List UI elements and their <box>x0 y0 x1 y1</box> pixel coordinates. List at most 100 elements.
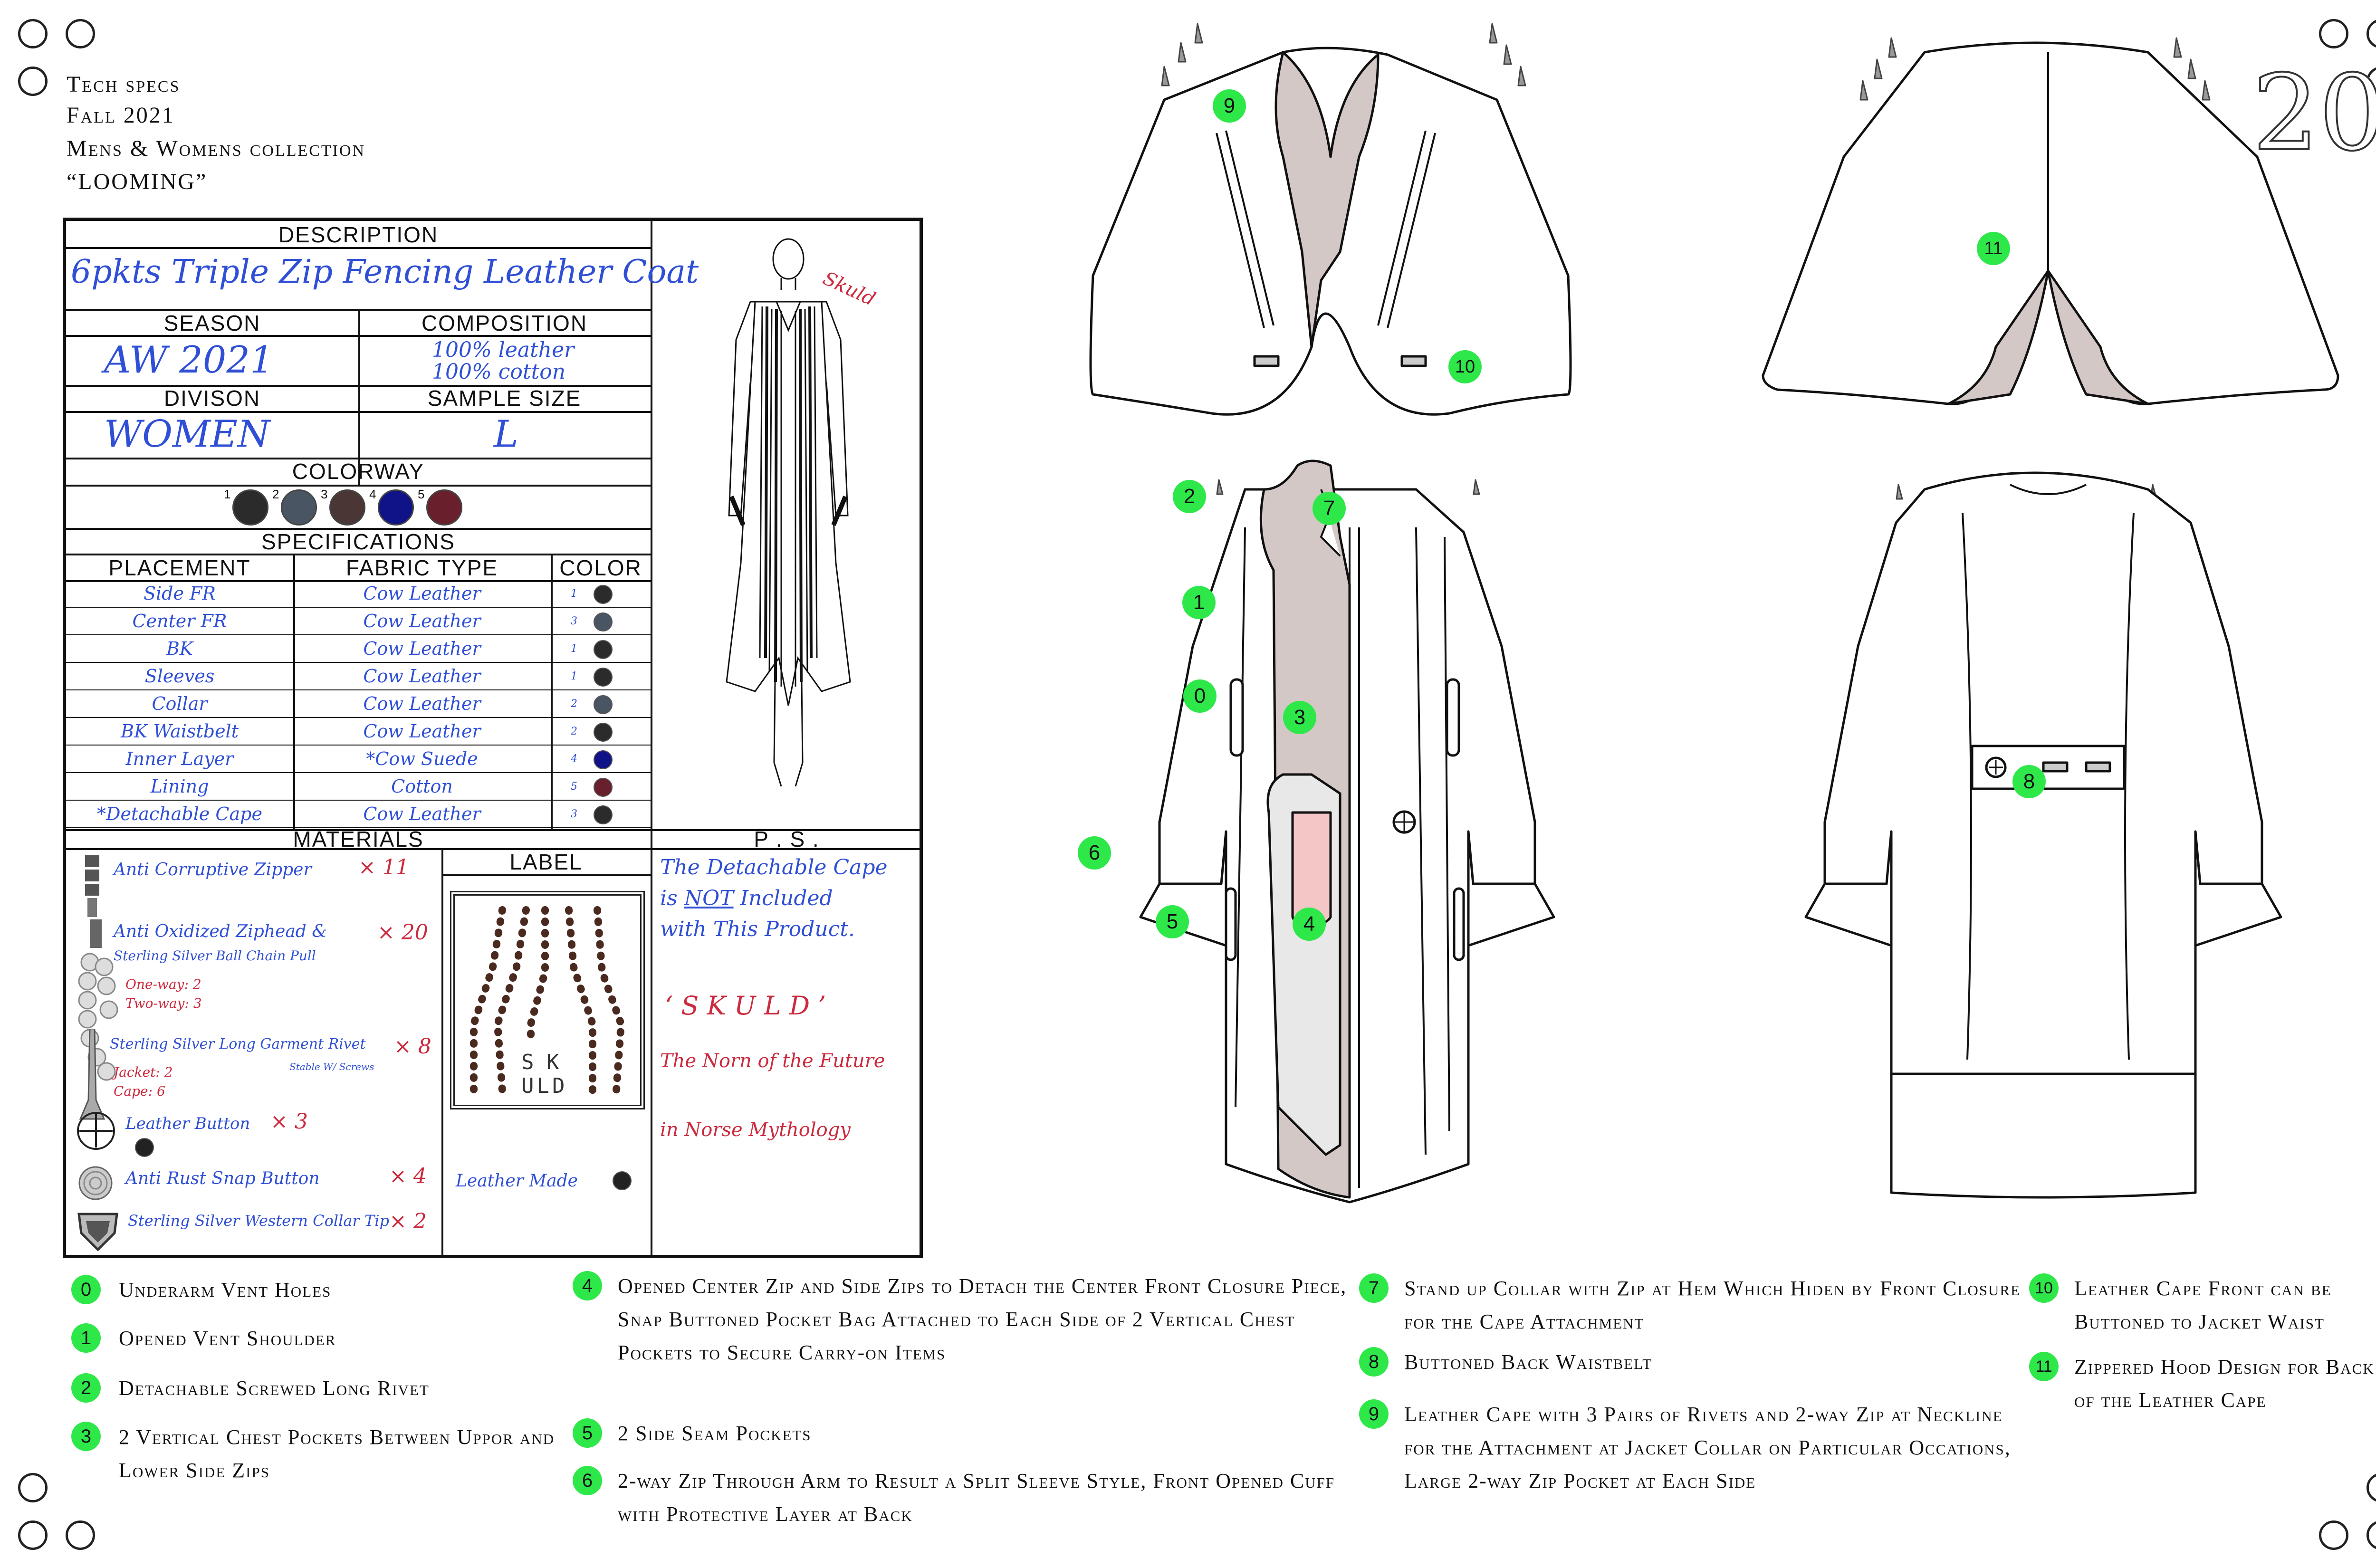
description-header: DESCRIPTION <box>278 222 439 247</box>
callout-4: 4 <box>1293 908 1326 941</box>
spec-row-placement: BK Waistbelt <box>121 721 239 742</box>
spec-row-placement: Sleeves <box>144 666 215 687</box>
material-long-rivet: Sterling Silver Long Garment Rivet <box>110 1036 366 1052</box>
spec-table: DESCRIPTION 6pkts Triple Zip Fencing Lea… <box>63 218 923 1258</box>
sample-size-value: L <box>494 413 518 456</box>
spec-row-color-number: 2 <box>571 698 577 710</box>
color-column-header: COLOR <box>559 555 642 580</box>
corner-circle <box>66 19 95 48</box>
description-value: 6pkts Triple Zip Fencing Leather Coat <box>71 253 699 291</box>
spec-row-color-dot <box>594 668 613 687</box>
material-leather-button: Leather Button <box>125 1114 250 1133</box>
corner-circle <box>66 1520 95 1550</box>
colorway-swatch-3 <box>329 489 365 526</box>
spec-row-placement: *Detachable Cape <box>97 803 262 824</box>
legend-badge-9: 9 <box>1359 1399 1389 1429</box>
spec-row-color-dot <box>594 585 613 604</box>
colorway-number: 5 <box>418 487 425 501</box>
legend-badge-8: 8 <box>1359 1347 1389 1377</box>
ps-norn-line: The Norn of the Future <box>660 1050 885 1072</box>
ps-not-emphasis: NOT <box>684 886 734 910</box>
material-ziphead: Anti Oxidized Ziphead & <box>114 922 327 941</box>
colorway-number: 4 <box>369 487 376 501</box>
ps-line-2-suffix: Included <box>733 886 833 910</box>
material-button-qty: × 3 <box>270 1109 308 1134</box>
corner-circle <box>2319 19 2348 48</box>
spec-row-fabric: Cow Leather <box>363 803 481 824</box>
spec-row-placement: Center FR <box>132 611 227 631</box>
corner-circle <box>18 1520 48 1550</box>
spec-row-color-number: 1 <box>571 643 577 655</box>
colorway-swatch-2 <box>281 489 317 526</box>
spec-row-color-number: 2 <box>571 726 577 737</box>
legend-badge-10: 10 <box>2029 1273 2059 1303</box>
material-snap-qty: × 4 <box>389 1164 427 1188</box>
label-text-top: S K <box>521 1050 559 1074</box>
spec-row-fabric: Cow Leather <box>363 721 481 742</box>
ziphead-note-one-way: One-way: 2 <box>125 976 201 992</box>
spec-row-fabric: Cow Leather <box>363 583 481 604</box>
composition-value-1: 100% leather <box>432 338 575 362</box>
rivet-note-cape: Cape: 6 <box>114 1083 165 1099</box>
spec-row-fabric: Cow Leather <box>363 693 481 714</box>
sample-size-header: SAMPLE SIZE <box>427 386 582 411</box>
legend-badge-3: 3 <box>71 1422 101 1451</box>
legend-text-9: Leather Cape with 3 Pairs of Rivets and … <box>1404 1403 2011 1492</box>
legend-badge-6: 6 <box>573 1466 602 1495</box>
legend-text-0: Underarm Vent Holes <box>119 1278 332 1301</box>
garment-flats <box>1089 23 2339 1204</box>
callout-3: 3 <box>1283 701 1316 734</box>
composition-header: COMPOSITION <box>421 311 588 335</box>
long-rivet-icon <box>79 1029 105 1120</box>
spec-row-fabric: *Cow Suede <box>366 748 478 769</box>
corner-circle <box>18 19 48 48</box>
callout-11: 11 <box>1977 232 2010 265</box>
spec-row-color-number: 1 <box>571 588 577 600</box>
leather-made-note: Leather Made <box>456 1171 578 1191</box>
ps-skuld: ‘ S K U L D ’ <box>665 991 826 1021</box>
callout-0: 0 <box>1183 679 1217 713</box>
ps-norse-line: in Norse Mythology <box>660 1119 851 1141</box>
callout-1: 1 <box>1182 586 1216 619</box>
callout-6: 6 <box>1078 836 1111 870</box>
spec-row-fabric: Cow Leather <box>363 638 481 659</box>
legend-text-11: Zippered Hood Design for Back of the Lea… <box>2074 1355 2375 1412</box>
spec-row-color-dot <box>594 612 613 631</box>
legend-badge-2: 2 <box>71 1373 101 1403</box>
spec-row-color-number: 4 <box>571 753 577 765</box>
model-figure-sketch <box>726 238 851 787</box>
corner-circle <box>18 67 48 96</box>
brand-label: S K ULD <box>450 891 645 1109</box>
legend-badge-4: 4 <box>573 1271 602 1300</box>
spec-row-fabric: Cow Leather <box>363 666 481 687</box>
material-snap-button: Anti Rust Snap Button <box>125 1169 320 1188</box>
callout-9: 9 <box>1213 89 1246 123</box>
spec-row-color-dot <box>594 778 613 797</box>
legend-badge-5: 5 <box>573 1418 602 1448</box>
legend-text-3: 2 Vertical Chest Pockets Between Uppor a… <box>119 1425 555 1482</box>
legend-badge-11: 11 <box>2029 1352 2059 1381</box>
colorway-swatch-4 <box>378 489 414 526</box>
legend-text-7: Stand up Collar with Zip at Hem Which Hi… <box>1404 1277 2021 1333</box>
header-collection: Mens & Womens collection <box>67 136 366 161</box>
composition-value-2: 100% cotton <box>432 360 566 384</box>
colorway-header: COLORWAY <box>292 459 425 484</box>
colorway-swatch-5 <box>426 489 462 526</box>
label-dots-pattern <box>470 906 625 1094</box>
spec-row-color-number: 1 <box>571 670 577 682</box>
placement-column-header: PLACEMENT <box>108 555 251 580</box>
leather-button-color-dot <box>135 1138 154 1157</box>
callout-7: 7 <box>1313 492 1346 525</box>
leather-made-dot <box>613 1171 632 1190</box>
legend-text-6: 2-way Zip Through Arm to Result a Split … <box>618 1469 1335 1526</box>
material-zipper-qty: × 11 <box>358 855 409 880</box>
spec-row-color-dot <box>594 640 613 659</box>
ps-line-3: with This Product. <box>660 917 855 941</box>
legend-badge-7: 7 <box>1359 1273 1389 1303</box>
legend-text-4: Opened Center Zip and Side Zips to Detac… <box>618 1274 1347 1364</box>
legend-badge-1: 1 <box>71 1323 101 1353</box>
spec-row-color-dot <box>594 805 613 824</box>
colorway-number: 2 <box>272 487 279 501</box>
spec-row-placement: Collar <box>152 693 208 714</box>
spec-row-placement: BK <box>166 638 193 659</box>
